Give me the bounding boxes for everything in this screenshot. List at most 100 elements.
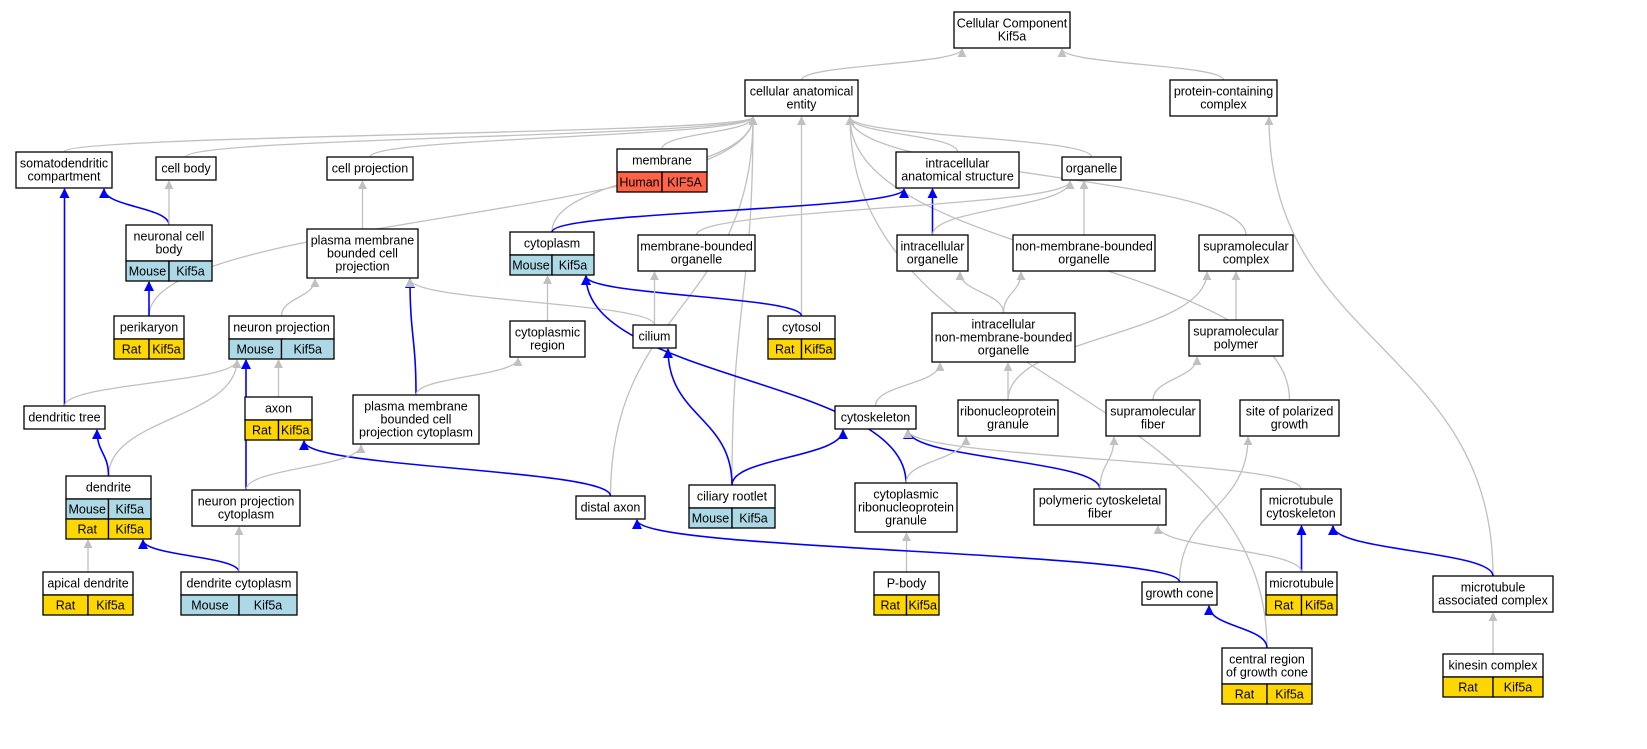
node-gc[interactable]: growth cone	[1141, 581, 1218, 606]
node-label-line: microtubule	[1461, 581, 1526, 595]
species-label: Rat	[1458, 681, 1478, 695]
node-label-line: granule	[885, 514, 927, 528]
node-label-line: ribonucleoprotein	[960, 405, 1056, 419]
node-label-line: axon	[265, 402, 292, 416]
node-box	[834, 405, 917, 430]
node-label-line: dendrite	[86, 481, 131, 495]
node-label-line: non-membrane-bounded	[1015, 240, 1153, 254]
node-label-line: Kif5a	[998, 30, 1027, 44]
gene-label: Kif5a	[176, 265, 205, 279]
gene-cell	[148, 338, 185, 360]
species-label: Mouse	[191, 599, 229, 613]
node-label-line: cytoplasmic	[873, 488, 938, 502]
species-label: Rat	[78, 523, 98, 537]
edge-mac-to-mtc	[1328, 525, 1494, 577]
gene-label: Kif5a	[96, 599, 125, 613]
node-cil[interactable]: cilium	[632, 324, 677, 349]
node-label-line: supramolecular	[1203, 240, 1288, 254]
node-box	[1198, 234, 1294, 272]
gene-cell	[168, 260, 213, 282]
node-cb[interactable]: cell body	[155, 156, 217, 181]
node-box	[632, 324, 677, 349]
species-label: Rat	[252, 424, 272, 438]
gene-label: Kif5a	[1504, 681, 1533, 695]
node-box	[1012, 234, 1156, 272]
edge-crgc-to-cae	[845, 116, 1268, 649]
gene-cell	[238, 594, 298, 616]
node-label-line: complex	[1223, 253, 1270, 267]
node-label-line: complex	[1200, 98, 1247, 112]
edge-sdc-to-cae	[63, 116, 758, 153]
edge-cyts-to-cyt	[581, 275, 803, 317]
node-dax[interactable]: distal axon	[575, 495, 646, 520]
node-label-line: microtubule	[1269, 494, 1334, 508]
node-label-line: dendrite cytoplasm	[187, 577, 292, 591]
node-label-line: neuron projection	[233, 321, 330, 335]
node-box	[191, 489, 301, 527]
edge-den-to-np	[107, 359, 242, 477]
gene-label: KIF5A	[667, 176, 702, 190]
node-box	[1105, 399, 1201, 437]
node-label-line: membrane-bounded	[640, 240, 753, 254]
node-box	[306, 228, 419, 279]
node-label-line: associated complex	[1438, 594, 1549, 608]
node-label-line: intracellular	[926, 157, 990, 171]
node-label-line: membrane	[632, 154, 692, 168]
node-dt[interactable]: dendritic tree	[23, 405, 106, 430]
node-label-line: organelle	[978, 344, 1029, 358]
node-box	[15, 151, 113, 189]
node-label-line: Cellular Component	[957, 17, 1068, 31]
edge-csk-to-inmbo	[874, 362, 945, 407]
node-cp[interactable]: cell projection	[326, 156, 414, 181]
gene-label: Kif5a	[294, 343, 323, 357]
species-label: Rat	[1235, 688, 1255, 702]
node-inmbo[interactable]: intracellularnon-membrane-boundedorganel…	[931, 312, 1076, 363]
node-label-line: organelle	[1066, 162, 1117, 176]
node-csk[interactable]: cytoskeleton	[834, 405, 917, 430]
edge-crgc-to-gc	[1204, 605, 1268, 649]
edge-dax-to-cae	[609, 116, 758, 497]
node-label-line: kinesin complex	[1449, 659, 1539, 673]
node-label-line: growth	[1271, 418, 1309, 432]
edge-dt-to-np	[63, 359, 242, 407]
node-label-line: cytoplasmic	[515, 326, 580, 340]
node-box	[1432, 575, 1554, 613]
node-org[interactable]: organelle	[1061, 156, 1122, 181]
